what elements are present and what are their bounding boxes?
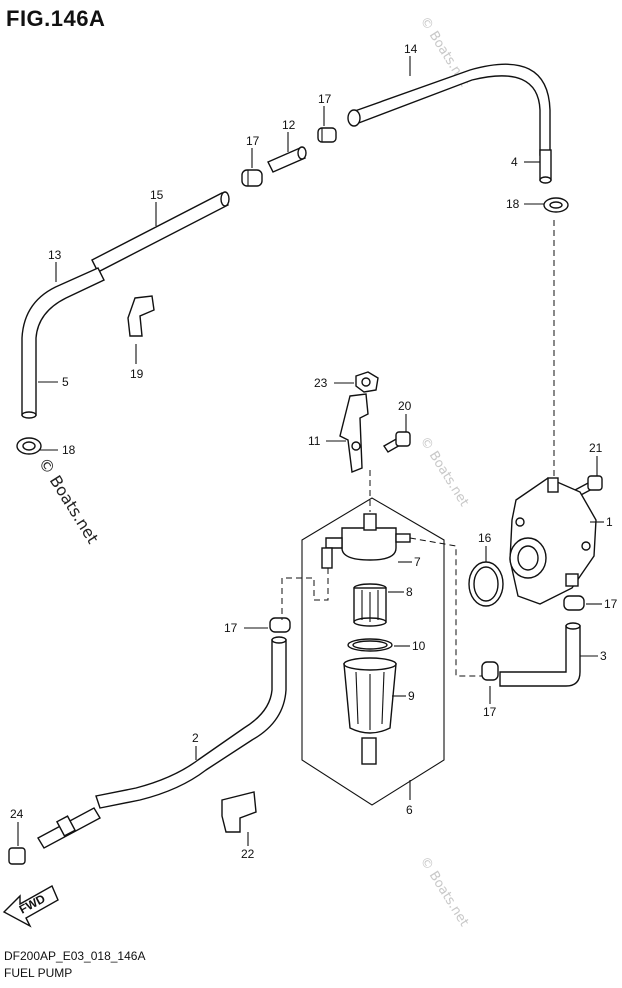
- o-ring-10: [347, 638, 393, 652]
- clamp-17: [317, 127, 337, 143]
- callout-5: 5: [62, 375, 69, 389]
- callout-9: 9: [408, 689, 415, 703]
- clamp-17: [269, 617, 291, 633]
- callout-8: 8: [406, 585, 413, 599]
- callout-17: 17: [483, 705, 497, 719]
- callout-17: 17: [224, 621, 238, 635]
- callout-7: 7: [414, 555, 421, 569]
- callout-3: 3: [600, 649, 607, 663]
- hose-13: [21, 267, 105, 416]
- nut-23: [355, 371, 379, 393]
- callout-17: 17: [318, 92, 332, 106]
- figure-code: DF200AP_E03_018_146A: [4, 949, 146, 963]
- filter-element-8: [353, 583, 387, 627]
- hose-15: [91, 191, 230, 273]
- hose-4: [539, 149, 552, 184]
- clip-19: [127, 295, 155, 337]
- callout-24: 24: [10, 807, 24, 821]
- filter-head-7: [321, 513, 411, 569]
- callout-2: 2: [192, 731, 199, 745]
- callout-14: 14: [404, 42, 418, 56]
- callout-22: 22: [241, 847, 255, 861]
- leader-lines: [17, 56, 604, 846]
- callout-23: 23: [314, 376, 328, 390]
- bracket-11: [339, 393, 369, 473]
- figure-name: FUEL PUMP: [4, 966, 73, 980]
- callout-18: 18: [506, 197, 520, 211]
- callout-21: 21: [589, 441, 603, 455]
- callout-17: 17: [246, 134, 260, 148]
- callout-16: 16: [478, 531, 492, 545]
- hose-3: [499, 622, 581, 687]
- callout-11: 11: [308, 434, 321, 448]
- clamp-17: [563, 595, 585, 611]
- callout-1: 1: [606, 515, 613, 529]
- clamp-18: [543, 197, 569, 213]
- callout-20: 20: [398, 399, 412, 413]
- fwd-arrow-icon: FWD: [2, 885, 59, 928]
- callout-10: 10: [412, 639, 426, 653]
- hose-2: [95, 636, 287, 809]
- callout-15: 15: [150, 188, 164, 202]
- fitting-24: [8, 807, 101, 865]
- watermark: © Boats.net: [35, 454, 103, 547]
- filter-assembly-6: [301, 497, 445, 806]
- callout-19: 19: [130, 367, 144, 381]
- callout-13: 13: [48, 248, 62, 262]
- hose-5: [21, 411, 37, 419]
- callout-6: 6: [406, 803, 413, 817]
- connector-12: [267, 146, 307, 173]
- watermark: © Boats.net: [417, 434, 472, 509]
- clamp-18: [16, 437, 42, 455]
- callout-12: 12: [282, 118, 296, 132]
- filter-cup-9: [343, 657, 397, 765]
- callout-17: 17: [604, 597, 618, 611]
- callout-18: 18: [62, 443, 76, 457]
- clamp-17: [481, 661, 499, 681]
- clip-22: [221, 791, 257, 833]
- watermark: © Boats.net: [417, 854, 472, 929]
- hose-14: [347, 63, 551, 156]
- callout-4: 4: [511, 155, 518, 169]
- bolt-20: [383, 431, 411, 453]
- fuel-pump-1: [509, 477, 597, 605]
- o-ring-16: [468, 561, 504, 607]
- clamp-17: [241, 169, 263, 187]
- figure-title: FIG.146A: [6, 6, 106, 31]
